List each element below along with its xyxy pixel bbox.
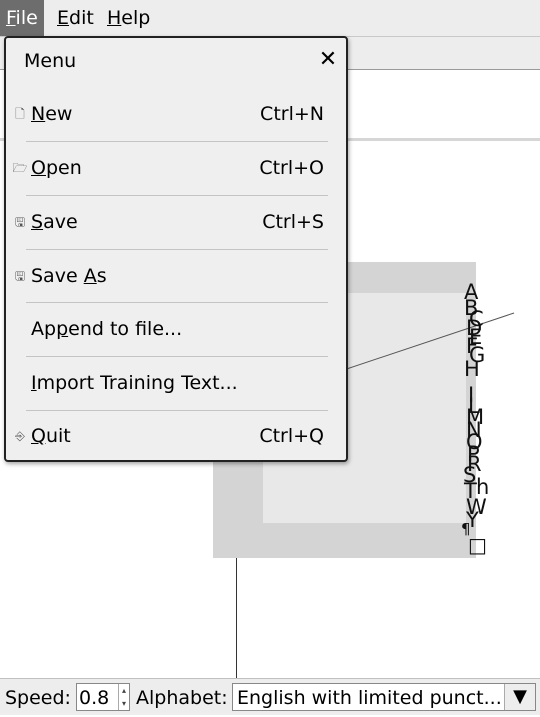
canvas-letter[interactable]: I <box>468 383 475 407</box>
speed-value[interactable]: 0.8 <box>79 687 110 709</box>
menu-item-import-training-text[interactable]: Import Training Text... <box>6 357 346 409</box>
statusbar: Speed: 0.8 ▴▾ Alphabet: English with lim… <box>0 678 540 715</box>
alphabet-value: English with limited punct... <box>237 687 502 709</box>
canvas-letter[interactable]: ¶ <box>461 520 471 538</box>
alphabet-label: Alphabet: <box>136 687 228 709</box>
menu-item-append-to-file[interactable]: Append to file... <box>6 303 346 355</box>
spin-arrows-icon[interactable]: ▴▾ <box>118 684 129 710</box>
file-label: ile <box>15 7 38 29</box>
file-mnemonic: F <box>6 7 16 29</box>
speed-spinbox[interactable]: 0.8 ▴▾ <box>76 683 130 711</box>
canvas-letter[interactable]: B <box>464 296 479 320</box>
menu-item-label: Quit <box>31 425 71 447</box>
help-label: elp <box>121 7 151 29</box>
file-dropdown-menu: Menu ✕ 🗋 New Ctrl+N 🗁 Open Ctrl+O 🖫 Save… <box>4 36 348 462</box>
canvas-letter[interactable]: T <box>464 479 477 503</box>
file-icon: 🗋 <box>15 107 25 121</box>
menu-title: Menu <box>24 50 77 72</box>
canvas-letter[interactable]: □ <box>468 533 487 557</box>
menu-item-label: Import Training Text... <box>31 372 238 394</box>
save-as-icon: 🖫 <box>14 269 26 283</box>
menu-item-save-as[interactable]: 🖫 Save As <box>6 250 346 302</box>
menu-item-shortcut: Ctrl+Q <box>259 425 324 447</box>
menu-item-shortcut: Ctrl+S <box>262 211 324 233</box>
speed-label: Speed: <box>5 687 71 709</box>
menu-item-label: New <box>31 103 73 125</box>
canvas-letter[interactable]: H <box>464 357 480 381</box>
menubar: File Edit Help <box>0 0 540 37</box>
edit-label: dit <box>69 7 94 29</box>
canvas-letter[interactable]: F <box>466 334 479 358</box>
quit-icon: ⎆ <box>15 429 25 443</box>
canvas-letter[interactable]: M <box>466 405 485 429</box>
canvas-letter[interactable]: D <box>466 316 483 340</box>
file-menu-button[interactable]: File <box>0 0 44 36</box>
help-menu-button[interactable]: Help <box>101 0 156 36</box>
folder-icon: 🗁 <box>12 161 28 175</box>
save-icon: 🖫 <box>14 215 26 229</box>
menu-item-shortcut: Ctrl+N <box>260 103 324 125</box>
canvas-letter[interactable]: O <box>466 430 483 454</box>
edit-mnemonic: E <box>57 7 70 29</box>
canvas-letter[interactable]: A <box>464 280 479 304</box>
edit-menu-button[interactable]: Edit <box>51 0 100 36</box>
menu-separator <box>26 195 328 196</box>
canvas-letter[interactable]: R <box>467 452 482 476</box>
canvas-letter[interactable]: h <box>476 475 490 499</box>
menu-item-label: Append to file... <box>31 318 183 340</box>
canvas-letter[interactable]: E <box>469 325 483 349</box>
menu-item-save[interactable]: 🖫 Save Ctrl+S <box>6 196 346 248</box>
canvas-letter[interactable]: C <box>469 307 484 331</box>
canvas-letter[interactable]: G <box>469 343 486 367</box>
canvas-letter[interactable]: N <box>466 418 482 442</box>
dropdown-arrow-icon[interactable]: ▼ <box>504 684 535 710</box>
menu-item-new[interactable]: 🗋 New Ctrl+N <box>6 88 346 140</box>
canvas-letter[interactable]: Y <box>466 508 479 532</box>
alphabet-combo[interactable]: English with limited punct... ▼ <box>232 683 536 711</box>
menu-separator <box>26 302 328 303</box>
canvas-letter[interactable]: W <box>466 495 487 519</box>
menu-separator <box>26 141 328 142</box>
menu-separator <box>26 249 328 250</box>
canvas-letter[interactable]: S <box>463 463 477 487</box>
menu-item-shortcut: Ctrl+O <box>259 157 324 179</box>
menu-item-label: Open <box>31 157 82 179</box>
menu-item-label: Save As <box>31 265 107 287</box>
menu-item-quit[interactable]: ⎆ Quit Ctrl+Q <box>6 410 346 462</box>
close-icon[interactable]: ✕ <box>318 47 338 72</box>
help-mnemonic: H <box>107 7 122 29</box>
menu-separator <box>26 356 328 357</box>
menu-separator <box>26 410 328 411</box>
menu-item-open[interactable]: 🗁 Open Ctrl+O <box>6 142 346 194</box>
canvas-letter[interactable]: L <box>468 394 480 418</box>
canvas-letter[interactable]: P <box>467 442 480 466</box>
menu-item-label: Save <box>31 211 78 233</box>
